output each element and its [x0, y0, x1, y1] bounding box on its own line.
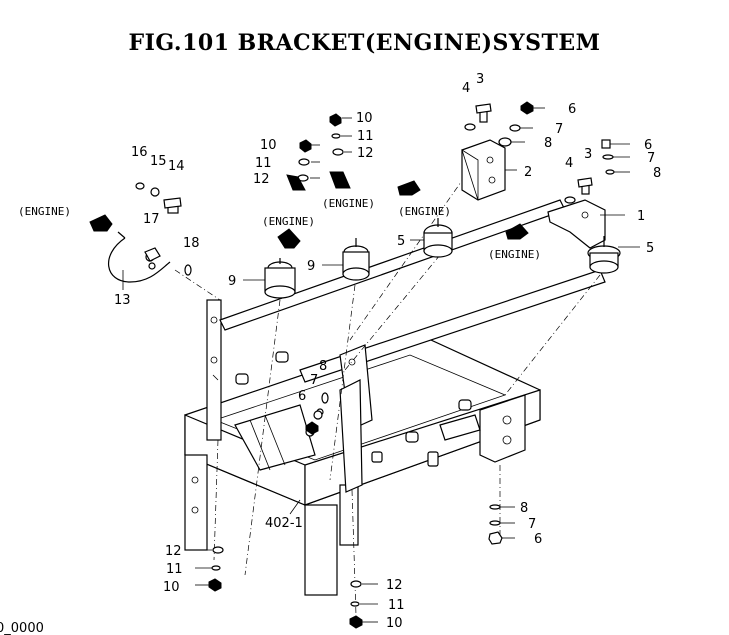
assembly-lines [174, 154, 601, 616]
engine-label-1: (ENGINE) [18, 205, 71, 218]
callout-16: 16 [131, 145, 148, 160]
callout-15: 15 [150, 154, 167, 169]
callout-10: 10 [386, 616, 403, 631]
callout-1: 1 [637, 209, 645, 224]
callout-4: 4 [565, 156, 573, 171]
callout-11: 11 [166, 562, 183, 577]
engine-label-5: (ENGINE) [488, 248, 541, 261]
callout-9: 9 [228, 274, 236, 289]
callout-11: 11 [357, 129, 374, 144]
bracket-1 [547, 199, 606, 249]
engine-mount-9-left [264, 258, 296, 299]
frame-402-1 [184, 199, 606, 596]
engine-label-2: (ENGINE) [262, 215, 315, 228]
callout-8: 8 [544, 136, 552, 151]
callout-11: 11 [255, 156, 272, 171]
callout-10: 10 [163, 580, 180, 595]
callout-3: 3 [584, 147, 592, 162]
callout-12: 12 [165, 544, 182, 559]
callout-8: 8 [653, 166, 661, 181]
callout-7: 7 [555, 122, 563, 137]
callout-numbers: 1 2 3 3 4 4 5 5 6 6 6 6 7 7 7 7 8 8 8 8 … [114, 72, 661, 631]
callout-7: 7 [528, 517, 536, 532]
fasteners [135, 101, 615, 629]
engine-arrow-2 [277, 228, 301, 249]
engine-mount-5-center [423, 218, 453, 258]
engine-arrow-6 [505, 223, 529, 240]
engine-arrow-3 [286, 174, 306, 191]
footer-fragment: 0_0000 [0, 621, 44, 635]
callout-6: 6 [298, 389, 306, 404]
callout-6: 6 [644, 138, 652, 153]
callout-8: 8 [520, 501, 528, 516]
callout-6: 6 [534, 532, 542, 547]
callout-10: 10 [356, 111, 373, 126]
engine-arrow-1 [89, 214, 113, 232]
callout-6: 6 [568, 102, 576, 117]
callout-13: 13 [114, 293, 131, 308]
callout-2: 2 [524, 165, 532, 180]
callout-3: 3 [476, 72, 484, 87]
callout-402-1: 402-1 [265, 516, 303, 531]
callout-10: 10 [260, 138, 277, 153]
figure-title: FIG.101 BRACKET(ENGINE)SYSTEM [128, 30, 601, 56]
engine-label-3: (ENGINE) [322, 197, 375, 210]
callout-7: 7 [310, 373, 318, 388]
ground-cable-13 [108, 231, 171, 283]
leader-lines [122, 107, 640, 623]
callout-11: 11 [388, 598, 405, 613]
engine-arrow-4 [329, 171, 351, 189]
callout-7: 7 [647, 151, 655, 166]
callout-5: 5 [646, 241, 654, 256]
callout-8: 8 [319, 359, 327, 374]
callout-4: 4 [462, 81, 470, 96]
callout-17: 17 [143, 212, 160, 227]
callout-14: 14 [168, 159, 185, 174]
callout-18: 18 [183, 236, 200, 251]
callout-9: 9 [307, 259, 315, 274]
callout-12: 12 [357, 146, 374, 161]
bracket-2 [461, 139, 506, 201]
engine-arrows [89, 171, 529, 249]
callout-12: 12 [386, 578, 403, 593]
callout-5: 5 [397, 234, 405, 249]
callout-12: 12 [253, 172, 270, 187]
engine-mount-5-right [587, 236, 621, 274]
engine-label-4: (ENGINE) [398, 205, 451, 218]
engine-arrow-5 [397, 180, 421, 196]
engine-mount-9-middle [342, 238, 370, 281]
